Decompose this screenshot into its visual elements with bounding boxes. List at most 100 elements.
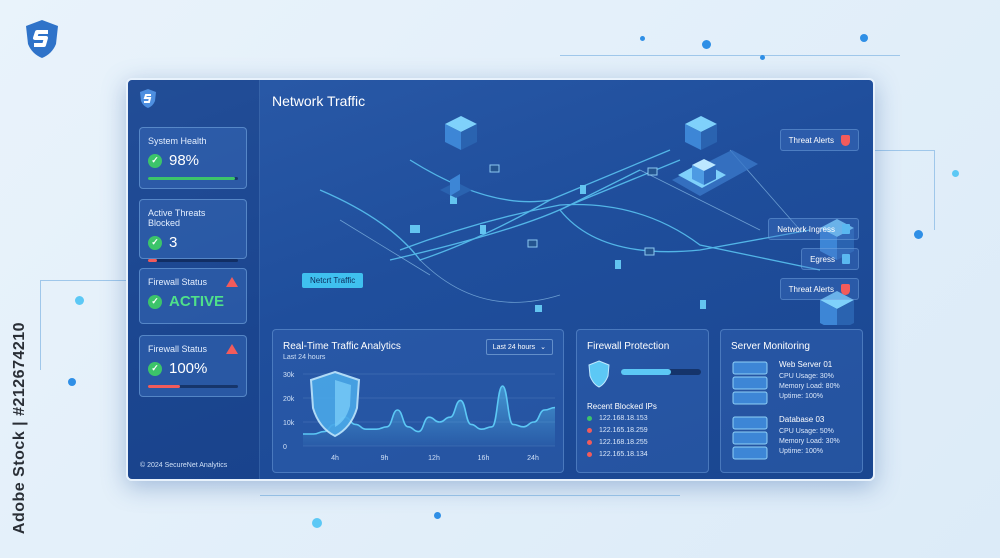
y-tick-label: 0 <box>283 444 287 451</box>
card-firewall-status-2[interactable]: Firewall Status ✓ 100% <box>139 335 247 397</box>
card-value: 3 <box>169 234 178 251</box>
document-icon <box>842 224 850 234</box>
x-tick-label: 9h <box>381 455 389 462</box>
x-tick-label: 16h <box>478 455 490 462</box>
blocked-ip-text: 122.165.18.259 <box>599 427 648 434</box>
copyright-text: © 2024 SecureNet Analytics <box>140 462 228 469</box>
page-title: Network Traffic <box>272 93 366 109</box>
blocked-ip-item[interactable]: 122.165.18.259 <box>587 427 648 434</box>
firewall-title: Firewall Protection <box>587 341 670 352</box>
card-label: Firewall Status <box>148 344 208 354</box>
card-firewall-status[interactable]: Firewall Status ✓ ACTIVE <box>139 268 247 324</box>
firewall-progress-fill <box>621 369 671 375</box>
health-bar-fill <box>148 177 236 180</box>
document-icon <box>842 254 850 264</box>
server-name: Database 03 <box>779 415 825 424</box>
network-diagram <box>319 116 854 325</box>
bg-dot <box>702 40 711 49</box>
server-name: Web Server 01 <box>779 360 833 369</box>
node-cubes <box>440 116 758 198</box>
status-dot <box>587 416 592 421</box>
bg-dot <box>312 518 322 528</box>
x-tick-label: 12h <box>428 455 440 462</box>
card-label: System Health <box>148 136 207 146</box>
blocked-ip-text: 122.168.18.153 <box>599 415 648 422</box>
blocked-ip-text: 122.168.18.255 <box>599 439 648 446</box>
server-monitoring-panel: Server Monitoring Web Server 01 CPU Usage… <box>720 329 863 473</box>
bg-line <box>875 150 935 230</box>
check-icon: ✓ <box>148 361 162 376</box>
chevron-down-icon: ⌄ <box>540 344 546 351</box>
card-value: 98% <box>169 152 200 169</box>
egress[interactable]: Egress <box>801 248 859 270</box>
analytics-title: Real-Time Traffic Analytics <box>283 341 401 352</box>
threats-bar-fill <box>148 259 157 262</box>
sidebar: System Health ✓ 98% Active Threats Blocke… <box>128 80 260 479</box>
warning-icon <box>226 344 238 354</box>
server-memory: Memory Load: 30% <box>779 438 840 445</box>
bg-dot <box>860 34 868 42</box>
firewall-progress <box>621 369 701 375</box>
firewall-bar-fill <box>148 385 181 388</box>
bg-dot <box>760 55 765 60</box>
shield-highlight <box>335 380 351 427</box>
card-label: Active Threats Blocked <box>148 208 206 228</box>
bg-line <box>40 280 128 370</box>
shield-logo-icon <box>140 89 156 108</box>
check-icon: ✓ <box>148 294 162 309</box>
server-stack-icon <box>732 361 768 405</box>
dashboard-window: System Health ✓ 98% Active Threats Blocke… <box>126 78 875 481</box>
server-uptime: Uptime: 100% <box>779 448 823 455</box>
y-tick-label: 20k <box>283 396 295 403</box>
blocked-ip-list: 122.168.18.153 122.165.18.259 122.168.18.2… <box>587 410 648 458</box>
card-value: ACTIVE <box>169 293 225 310</box>
blocked-ips-title: Recent Blocked IPs <box>587 402 657 411</box>
card-value: 100% <box>169 360 208 377</box>
shield-icon <box>588 360 610 388</box>
firewall-bar <box>148 385 238 388</box>
shield-alert-icon <box>841 283 850 295</box>
range-select-label: Last 24 hours <box>492 343 536 351</box>
check-icon: ✓ <box>148 153 162 168</box>
bg-line <box>260 495 680 496</box>
server-title: Server Monitoring <box>731 341 810 352</box>
blocked-ip-item[interactable]: 122.168.18.255 <box>587 439 648 446</box>
stock-watermark: Adobe Stock | #212674210 <box>11 321 29 535</box>
pill-label: Threat Alerts <box>788 284 834 294</box>
traffic-area <box>303 386 555 446</box>
card-system-health[interactable]: System Health ✓ 98% <box>139 127 247 189</box>
health-bar <box>148 177 238 180</box>
pill-label: Threat Alerts <box>788 135 834 145</box>
x-tick-label: 4h <box>331 455 339 462</box>
threat-alerts-top[interactable]: Threat Alerts <box>779 129 859 151</box>
bg-dot <box>75 296 84 305</box>
blocked-ip-text: 122.165.18.134 <box>599 451 648 458</box>
blocked-ip-item[interactable]: 122.165.18.134 <box>587 451 648 458</box>
analytics-subtitle: Last 24 hours <box>283 354 326 361</box>
card-label: Firewall Status <box>148 277 208 287</box>
pill-label: Network Ingress <box>777 224 835 234</box>
bg-line <box>560 55 900 56</box>
threat-alerts-bottom[interactable]: Threat Alerts <box>779 278 859 300</box>
network-traffic-label: Netcrt Traffic <box>302 273 364 288</box>
bg-dot <box>952 170 959 177</box>
server-uptime: Uptime: 100% <box>779 393 823 400</box>
bg-dot <box>68 378 76 386</box>
card-active-threats[interactable]: Active Threats Blocked ✓ 3 <box>139 199 247 262</box>
status-dot <box>587 428 592 433</box>
range-select[interactable]: Last 24 hours ⌄ <box>485 339 553 355</box>
server-memory: Memory Load: 80% <box>779 383 840 390</box>
server-stack-icon <box>732 416 768 460</box>
y-tick-label: 30k <box>283 372 295 379</box>
bg-dot <box>640 36 645 41</box>
network-ingress[interactable]: Network Ingress <box>768 218 859 240</box>
check-icon: ✓ <box>148 235 162 250</box>
server-cpu: CPU Usage: 30% <box>779 373 834 380</box>
firewall-panel: Firewall Protection Recent Blocked IPs 1… <box>576 329 709 473</box>
bg-dot <box>914 230 923 239</box>
blocked-ip-item[interactable]: 122.168.18.153 <box>587 415 648 422</box>
status-dot <box>587 452 592 457</box>
server-web-01[interactable]: Web Server 01 CPU Usage: 30% Memory Load: … <box>731 360 840 406</box>
